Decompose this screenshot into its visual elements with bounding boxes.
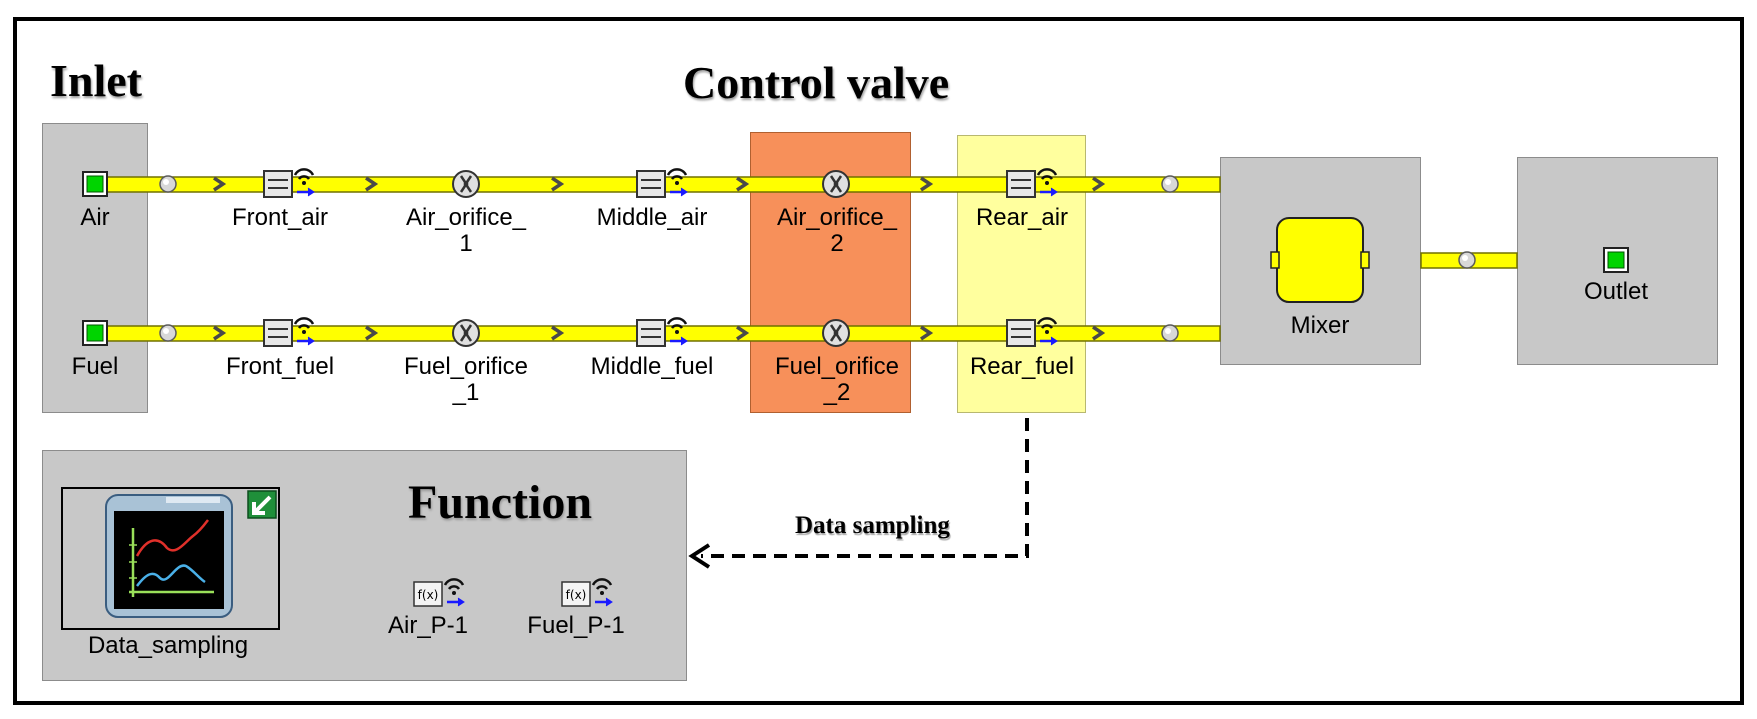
front-air-label: Front_air xyxy=(231,204,329,231)
front-air-sensor[interactable] xyxy=(268,166,312,202)
air-orifice-2[interactable] xyxy=(814,166,858,202)
fuel-p1-function[interactable] xyxy=(566,576,610,612)
middle-fuel-label: Middle_fuel xyxy=(590,353,714,380)
air-orifice-2-label-line2: 2 xyxy=(830,230,844,257)
chart-monitor-icon xyxy=(105,494,233,618)
air-orifice-1-label-line2: 1 xyxy=(459,230,473,257)
data-sampling-link xyxy=(701,418,1029,558)
air-port[interactable] xyxy=(73,166,117,202)
outlet-label: Outlet xyxy=(1583,278,1649,305)
data-sampling-node[interactable] xyxy=(65,489,275,624)
export-arrow-icon xyxy=(247,490,277,519)
front-fuel-sensor[interactable] xyxy=(268,315,312,351)
fuel-orifice-2-label-line2: _2 xyxy=(823,379,851,406)
middle-fuel-sensor[interactable] xyxy=(641,315,685,351)
air-orifice-1[interactable] xyxy=(444,166,488,202)
rear-fuel-label: Rear_fuel xyxy=(969,353,1075,380)
fuel-orifice-1-label-line2: _1 xyxy=(452,379,480,406)
air-label: Air xyxy=(80,204,110,231)
rear-air-label: Rear_air xyxy=(975,204,1069,231)
front-fuel-label: Front_fuel xyxy=(225,353,335,380)
fuel-p1-label: Fuel_P-1 xyxy=(527,612,625,639)
control-valve-title: Control valve xyxy=(683,57,950,108)
inlet-title: Inlet xyxy=(50,55,142,106)
function-title: Function xyxy=(408,476,593,529)
air-orifice-2-label: Air_orifice_ xyxy=(776,204,898,231)
air-p1-function[interactable] xyxy=(418,576,462,612)
fuel-port[interactable] xyxy=(73,315,117,351)
fuel-orifice-2-label: Fuel_orifice xyxy=(774,353,900,380)
rear-fuel-sensor[interactable] xyxy=(1011,315,1055,351)
air-orifice-1-label: Air_orifice_ xyxy=(405,204,527,231)
mixer-label: Mixer xyxy=(1290,312,1350,339)
air-p1-label: Air_P-1 xyxy=(387,612,469,639)
mixer-icon xyxy=(1270,217,1370,303)
data-sampling-arrowhead xyxy=(688,543,711,569)
outlet-port[interactable] xyxy=(1594,242,1638,278)
fuel-orifice-1-label: Fuel_orifice xyxy=(403,353,529,380)
data-sampling-block xyxy=(61,487,280,630)
data-sampling-link-label: Data sampling xyxy=(795,512,950,539)
middle-air-sensor[interactable] xyxy=(641,166,685,202)
fuel-label: Fuel xyxy=(71,353,119,380)
middle-air-label: Middle_air xyxy=(596,204,708,231)
data-sampling-label: Data_sampling xyxy=(87,632,249,659)
fuel-orifice-2[interactable] xyxy=(814,315,858,351)
fuel-orifice-1[interactable] xyxy=(444,315,488,351)
rear-air-sensor[interactable] xyxy=(1011,166,1055,202)
